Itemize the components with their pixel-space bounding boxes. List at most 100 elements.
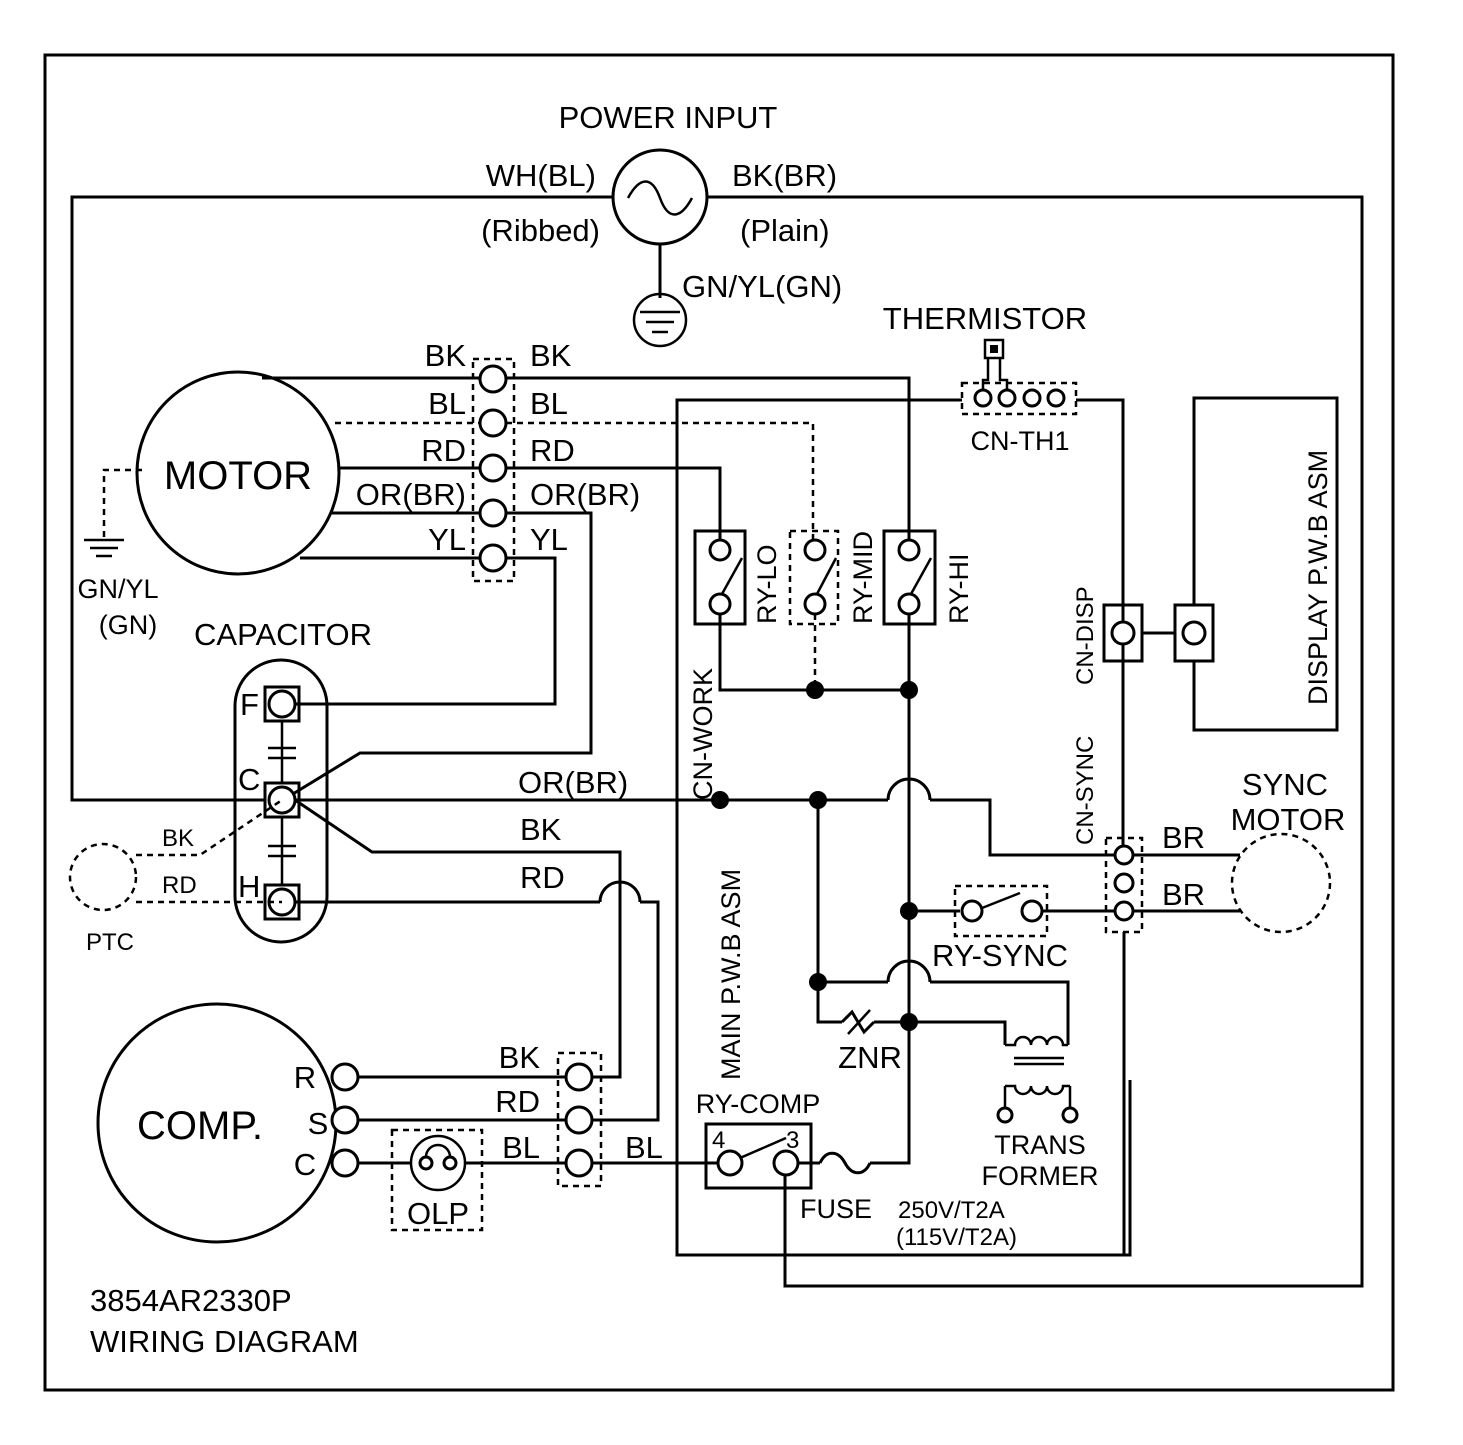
wire-rd-hop <box>598 880 642 903</box>
thermistor-sensor-icon <box>983 338 1005 360</box>
motor-right-label-rd: RD <box>530 433 575 468</box>
sync-motor-label-1: SYNC <box>1242 767 1328 802</box>
motor-right-label-or: OR(BR) <box>530 477 640 512</box>
supply-wire-left <box>70 195 613 802</box>
motor-conn-pin-yl <box>478 543 508 573</box>
olp-contact-left <box>418 1155 434 1171</box>
olp-symbol <box>409 1134 467 1192</box>
ground-circle <box>632 292 688 348</box>
cn-th1-pin-4 <box>1046 388 1066 408</box>
ry-lo-contact-top <box>708 538 732 562</box>
ry-sync-switch-arm <box>981 891 1021 910</box>
motor-conn-pin-bl <box>478 408 508 438</box>
cap-terminal-f-pin <box>267 689 297 719</box>
ry-comp-pin-3: 3 <box>786 1127 799 1154</box>
display-pwb-outline <box>1192 396 1339 732</box>
ry-comp-contact-3 <box>772 1149 800 1177</box>
ptc-rd-label: RD <box>162 872 197 899</box>
fuse-label: FUSE <box>800 1194 872 1224</box>
cap-c-label: C <box>238 762 260 797</box>
power-input-label: POWER INPUT <box>559 100 778 135</box>
ry-comp-pin-4: 4 <box>712 1127 725 1154</box>
thermistor-group: THERMISTOR CN-TH1 <box>883 301 1087 456</box>
cn-sync-pin-1 <box>1113 844 1135 866</box>
wire-gn-yl-gn-label: GN/YL(GN) <box>682 269 842 304</box>
ry-lo-relay: RY-LO <box>693 529 782 626</box>
ry-hi-contact-bottom <box>897 592 921 616</box>
relay-common-bus <box>718 614 909 692</box>
ry-sync-contact-left <box>960 899 984 923</box>
ry-hi-contact-top <box>897 538 921 562</box>
ry-mid-contact-top <box>803 538 827 562</box>
outer-frame <box>43 53 1395 1392</box>
capacitor-label: CAPACITOR <box>194 617 372 652</box>
cn-th1-pin-3 <box>1022 388 1042 408</box>
junction-dot-2 <box>900 681 918 699</box>
power-input-group: POWER INPUT WH(BL) (Ribbed) BK(BR) (Plai… <box>481 100 842 348</box>
cap-f-label: F <box>240 687 259 722</box>
motor-left-label-bk: BK <box>425 338 467 373</box>
ry-hi-label: RY-HI <box>944 553 974 624</box>
transformer-primary-coil <box>1005 1035 1068 1047</box>
cn-sync-pin-3 <box>1113 900 1135 922</box>
cn-th1-pin-2 <box>997 388 1017 408</box>
wire-rd-label: RD <box>520 860 565 895</box>
cn-th1-label: CN-TH1 <box>971 426 1070 456</box>
ry-lo-contact-bottom <box>708 592 732 616</box>
trans-feed-bottom <box>909 1020 1007 1045</box>
olp-label: OLP <box>407 1196 469 1231</box>
fuse-lead-right <box>870 1160 911 1165</box>
ry-sync-box <box>953 884 1049 938</box>
ry-mid-contact-bottom <box>803 592 827 616</box>
ry-mid-box <box>788 529 840 626</box>
ry-hi-switch-arm <box>909 557 933 595</box>
motor-right-label-yl: YL <box>530 522 568 557</box>
cap-h-label: H <box>238 869 260 904</box>
capacitor-group: CAPACITOR F C H <box>194 617 372 944</box>
thermistor-sensor-core <box>990 345 998 353</box>
motor-left-label-bl: BL <box>428 386 466 421</box>
supply-wire-right <box>707 195 1364 1288</box>
wire-ribbed-label: (Ribbed) <box>481 213 600 248</box>
main-pwb-board-right <box>1076 398 1125 855</box>
znr-branch-wire <box>816 800 842 1024</box>
transformer-label-1: TRANS <box>994 1130 1086 1160</box>
wire-bl-right-label: BL <box>625 1130 663 1165</box>
cn-sync-pin-2 <box>1113 872 1135 894</box>
part-number: 3854AR2330P <box>90 1283 292 1318</box>
diagram-title: WIRING DIAGRAM <box>90 1324 359 1359</box>
znr-label: ZNR <box>838 1040 902 1075</box>
sync-wire-br-1: BR <box>1162 820 1205 855</box>
ry-mid-label: RY-MID <box>848 531 878 624</box>
ry-comp-contact-4 <box>716 1149 744 1177</box>
comp-conn-pin-bk <box>564 1062 594 1092</box>
olp-box <box>390 1128 484 1232</box>
comp-terminal-c <box>330 1148 360 1178</box>
motor-conn-pin-or <box>478 498 508 528</box>
compressor-label: COMP. <box>137 1104 263 1148</box>
motor-left-label-rd: RD <box>421 433 466 468</box>
junction-dot-trans <box>809 973 827 991</box>
wire-yl-to-cap-f <box>283 556 557 706</box>
junction-dot-or-1 <box>711 791 729 809</box>
ry-mid-relay: RY-MID <box>788 529 878 626</box>
ptc-symbol <box>68 842 138 912</box>
transformer-terminal-right <box>1061 1106 1079 1124</box>
transformer-secondary-coil <box>1005 1084 1070 1096</box>
motor-right-label-bl: BL <box>530 386 568 421</box>
ry-lo-label: RY-LO <box>752 544 782 624</box>
znr-slash <box>847 1009 871 1035</box>
cn-sync-label: CN-SYNC <box>1072 736 1099 845</box>
comp-conn-pin-rd <box>564 1105 594 1135</box>
motor-right-label-bk: BK <box>530 338 572 373</box>
wire-bk-label: BK <box>520 812 562 847</box>
comp-c-label: C <box>294 1147 316 1182</box>
cn-th1-pin-1 <box>973 388 993 408</box>
wire-wh-bl-label: WH(BL) <box>486 158 596 193</box>
fuse-symbol <box>818 1151 872 1175</box>
fan-motor-label: MOTOR <box>164 454 312 498</box>
motor-conn-pin-bk <box>478 364 508 394</box>
cn-th1-connector <box>960 381 1078 416</box>
wire-or-br-label: OR(BR) <box>518 765 628 800</box>
fuse-rating-1: 250V/T2A <box>898 1197 1005 1224</box>
